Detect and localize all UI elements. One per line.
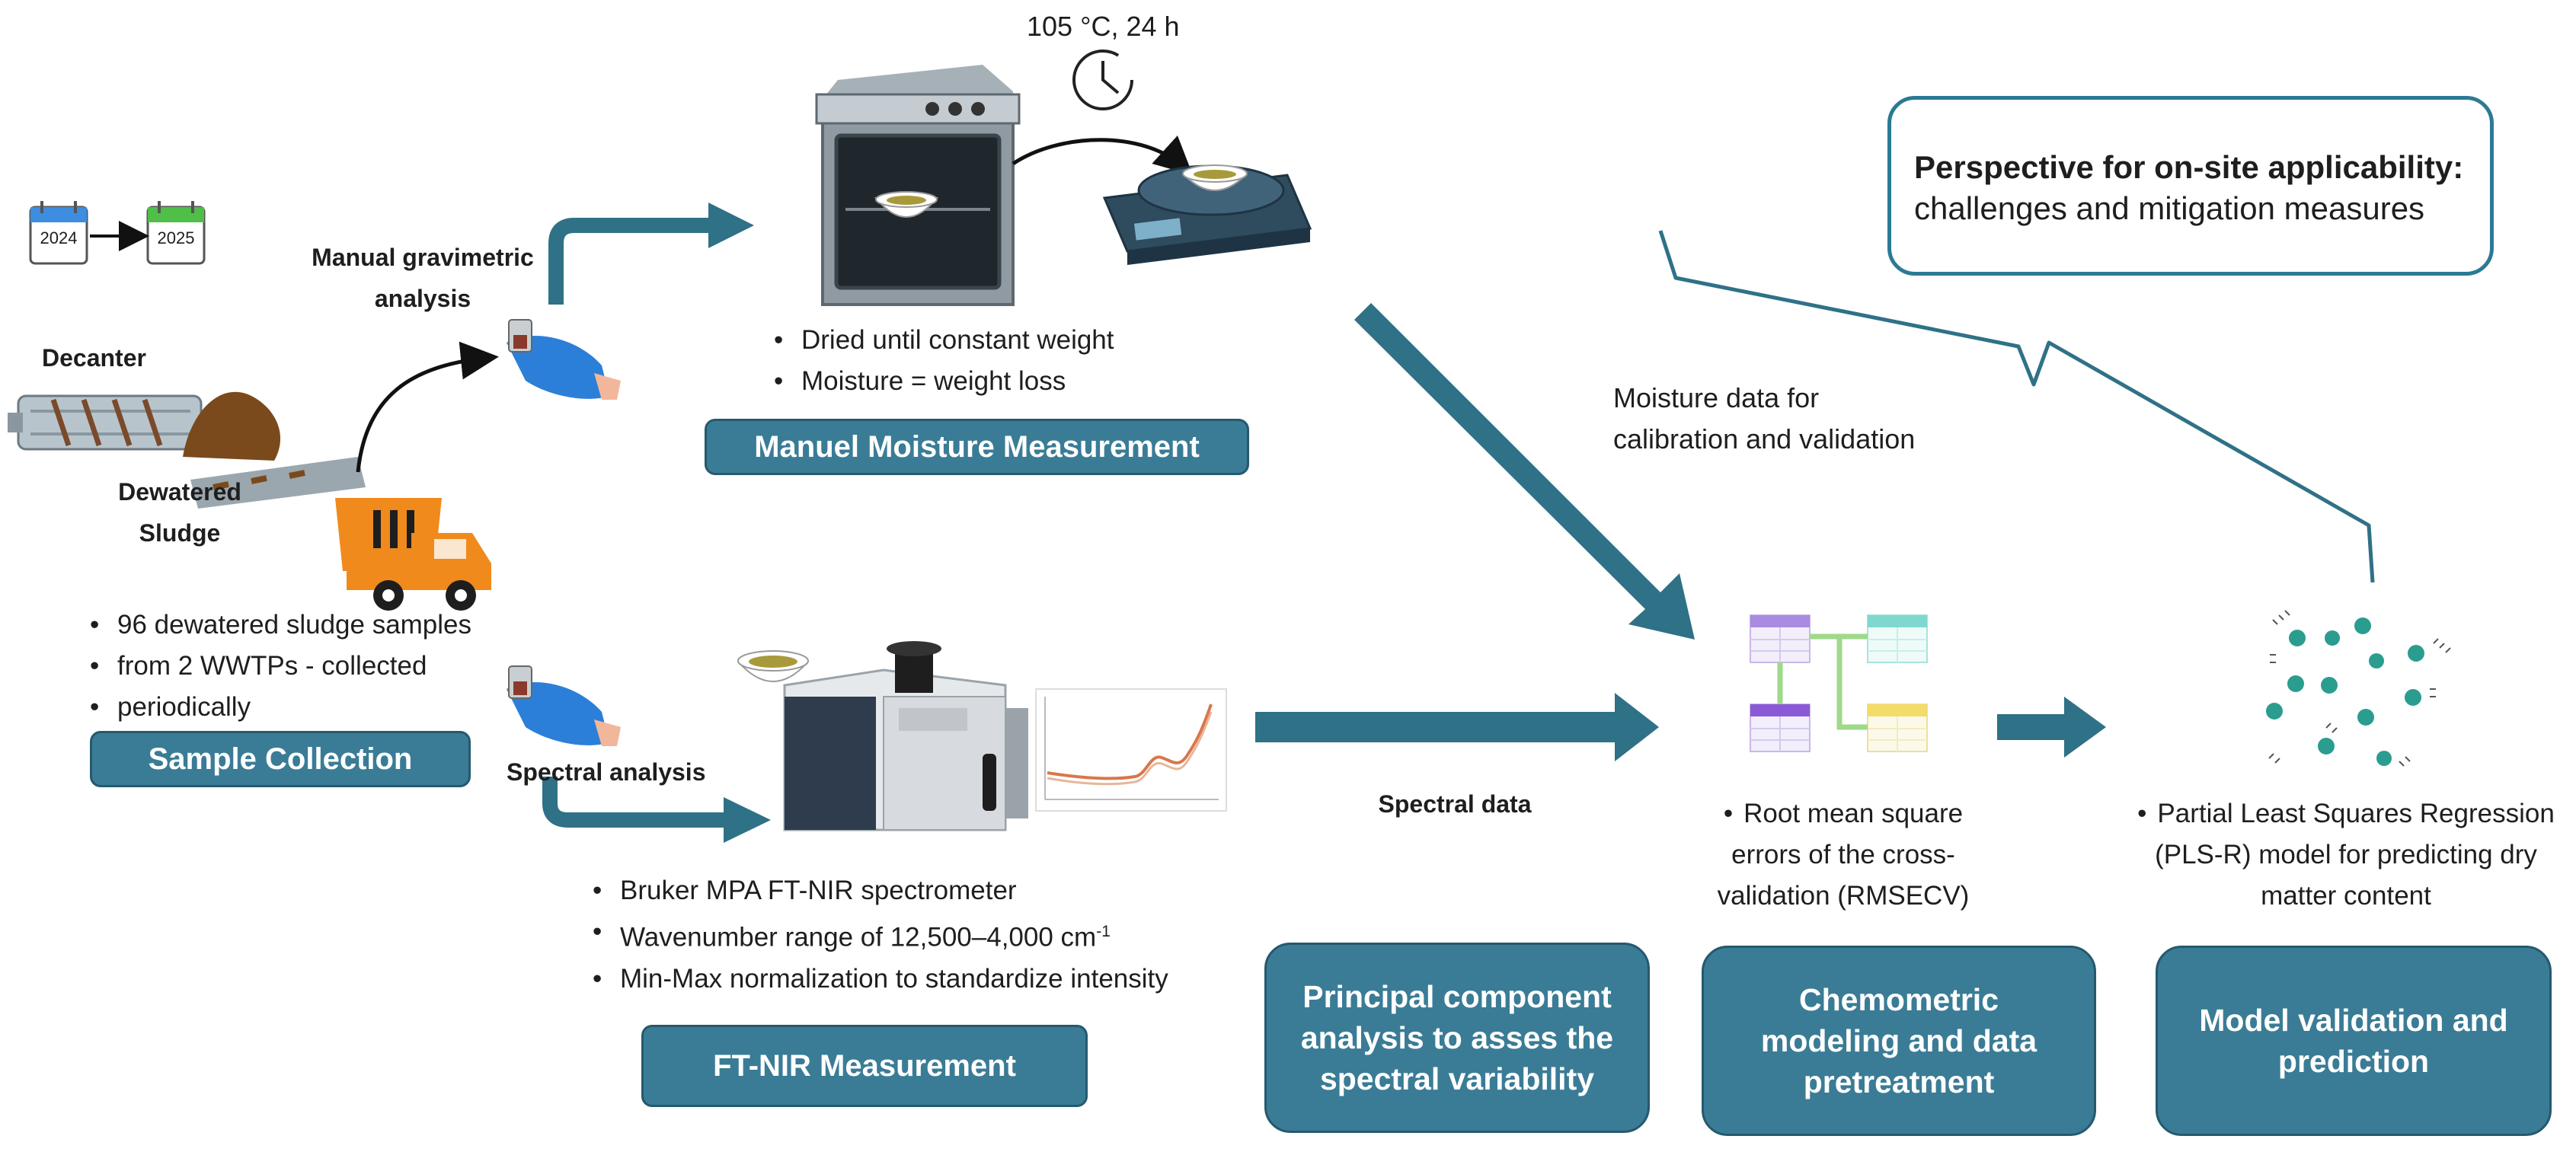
rmsecv-line: • Root mean square xyxy=(1706,793,1980,834)
perspective-title: Perspective for on-site applicability: xyxy=(1914,149,2464,185)
pca-box-line: Principal component xyxy=(1302,979,1612,1014)
perspective-brace xyxy=(1658,230,2375,583)
data-tables-icon xyxy=(1750,614,1928,752)
gloved-hand-upper-icon xyxy=(507,319,621,400)
sample-bowl-icon xyxy=(737,650,810,682)
calendar-2024-icon xyxy=(29,201,88,265)
chemometric-box-line: modeling and data xyxy=(1760,1023,2037,1058)
manual-gravimetric-line2: analysis xyxy=(374,285,471,312)
gloved-hand-lower-icon xyxy=(507,665,621,746)
ftnir-measurement-box: FT-NIR Measurement xyxy=(641,1025,1088,1107)
moisture-data-line1: Moisture data for xyxy=(1613,382,1820,413)
rmsecv-bullet: • Root mean square errors of the cross- v… xyxy=(1706,793,1980,917)
dump-truck-icon xyxy=(335,498,491,611)
decanter-icon xyxy=(8,394,203,451)
dewatered-label-line1: Dewatered xyxy=(118,478,241,506)
spectral-data-label: Spectral data xyxy=(1378,790,1532,818)
bent-arrow-to-spectrometer xyxy=(542,777,727,828)
model-validation-box: Model validation and prediction xyxy=(2156,946,2552,1136)
plsr-line: • Partial Least Squares Regression xyxy=(2117,793,2574,834)
rmsecv-line-text: Root mean square xyxy=(1743,799,1964,828)
sludge-pile-icon xyxy=(183,391,366,509)
ftnir-bullet: Wavenumber range of 12,500–4,000 cm-1 xyxy=(593,911,1168,959)
sample-bullet: 96 dewatered sludge samples xyxy=(90,605,471,646)
ftnir-bullet: Bruker MPA FT-NIR spectrometer xyxy=(593,870,1168,911)
manual-gravimetric-line1: Manual gravimetric xyxy=(312,244,534,271)
manual-moisture-box: Manuel Moisture Measurement xyxy=(705,419,1249,475)
calendar-2024-label: 2024 xyxy=(40,228,78,247)
moisture-bullet: Dried until constant weight xyxy=(774,320,1114,361)
calendar-2025-label: 2025 xyxy=(157,228,195,247)
rmsecv-line: validation (RMSECV) xyxy=(1717,881,1970,911)
moisture-data-line2: calibration and validation xyxy=(1613,423,1916,455)
oven-icon xyxy=(815,65,1021,306)
pca-box-line: analysis to asses the xyxy=(1300,1020,1614,1055)
calendar-2025-icon xyxy=(146,201,206,265)
plsr-line-text: Partial Least Squares Regression xyxy=(2157,799,2555,828)
plsr-bullet: • Partial Least Squares Regression (PLS-R… xyxy=(2117,793,2574,917)
rmsecv-line: errors of the cross- xyxy=(1731,840,1955,869)
spectral-data-arrow xyxy=(1255,693,1659,761)
sample-bullet-cont: from 2 WWTPs - collected xyxy=(90,646,471,687)
chemometric-box: Chemometric modeling and data pretreatme… xyxy=(1702,946,2096,1136)
dewatered-label-line2: Sludge xyxy=(139,519,221,547)
prediction-dots-icon xyxy=(2266,617,2424,766)
sample-bullet-cont: periodically xyxy=(90,687,471,728)
sample-bullets: 96 dewatered sludge samples from 2 WWTPs… xyxy=(90,605,471,728)
spectral-analysis-label: Spectral analysis xyxy=(507,758,706,786)
perspective-box: Perspective for on-site applicability: c… xyxy=(1887,96,2494,276)
oven-condition-label: 105 °C, 24 h xyxy=(1027,11,1180,42)
moisture-bullets: Dried until constant weight Moisture = w… xyxy=(774,320,1114,402)
pca-box: Principal component analysis to asses th… xyxy=(1264,943,1650,1133)
chemometric-box-line: Chemometric xyxy=(1798,982,1999,1017)
bent-arrow-to-spectrometer-head xyxy=(724,797,771,843)
ftnir-bullets: Bruker MPA FT-NIR spectrometer Wavenumbe… xyxy=(593,870,1168,1000)
chemometric-box-line: pretreatment xyxy=(1803,1064,1995,1099)
ftnir-bullet-text: Wavenumber range of 12,500–4,000 cm xyxy=(620,922,1097,952)
oven-to-scale-arrow xyxy=(1012,135,1194,176)
clock-icon xyxy=(1072,49,1133,110)
modeling-to-prediction-arrow xyxy=(1997,697,2106,758)
decanter-label: Decanter xyxy=(42,344,146,372)
plsr-line: (PLS-R) model for predicting dry xyxy=(2155,840,2537,869)
ftnir-unit-superscript: -1 xyxy=(1096,923,1111,940)
ftnir-bullet: Min-Max normalization to standardize int… xyxy=(593,959,1168,1000)
bullet-dot: • xyxy=(2137,799,2147,828)
scale-icon xyxy=(1102,164,1312,265)
bent-arrow-to-oven-head xyxy=(708,203,754,248)
model-box-line: prediction xyxy=(2277,1044,2430,1079)
sample-collection-box: Sample Collection xyxy=(90,731,471,787)
motion-marks xyxy=(2268,610,2451,767)
diagonal-arrow-to-modeling xyxy=(1354,303,1695,640)
bullet-dot: • xyxy=(1723,799,1734,828)
bent-arrow-to-oven xyxy=(548,218,712,305)
moisture-bullet: Moisture = weight loss xyxy=(774,361,1114,402)
pca-box-line: spectral variability xyxy=(1319,1061,1595,1096)
perspective-subtitle: challenges and mitigation measures xyxy=(1914,190,2425,226)
spectrum-plot-icon xyxy=(1035,688,1227,812)
model-box-line: Model validation and xyxy=(2199,1003,2508,1038)
plsr-line: matter content xyxy=(2261,881,2431,911)
sample-arrow xyxy=(356,341,499,473)
spectrometer-icon xyxy=(783,641,1028,831)
